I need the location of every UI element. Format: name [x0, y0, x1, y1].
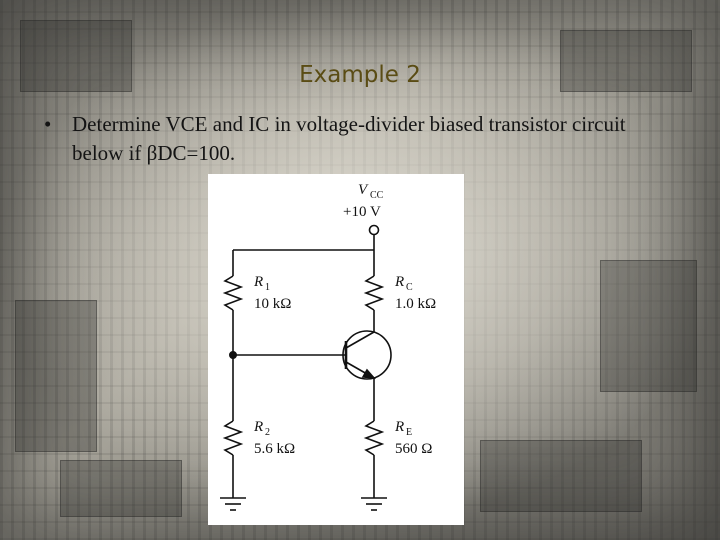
background-chip	[15, 300, 97, 452]
r1-label-sub: 1	[265, 282, 270, 293]
re-label: R	[394, 419, 404, 435]
r2-resistor	[222, 420, 244, 456]
supply-terminal	[368, 224, 380, 236]
bullet-marker: •	[44, 112, 52, 136]
r1-label: R	[253, 274, 263, 290]
background-chip	[560, 30, 692, 92]
vcc-label: V	[358, 182, 369, 198]
background-chip	[60, 460, 182, 517]
r1-resistor	[222, 275, 244, 311]
re-value: 560 Ω	[395, 441, 432, 457]
background-chip	[600, 260, 697, 392]
bullet-text: Determine VCE and IC in voltage-divider …	[72, 112, 626, 165]
rc-label-sub: C	[406, 282, 413, 293]
re-resistor	[363, 420, 385, 456]
slide-title: Example 2	[299, 62, 421, 88]
r2-value: 5.6 kΩ	[254, 441, 295, 457]
r2-label: R	[253, 419, 263, 435]
vcc-label-sub: CC	[370, 190, 384, 201]
ground-symbol-right	[361, 497, 387, 511]
re-label-sub: E	[406, 427, 412, 438]
r1-value: 10 kΩ	[254, 296, 291, 312]
rc-resistor	[363, 275, 385, 311]
rc-value: 1.0 kΩ	[395, 296, 436, 312]
background-chip	[480, 440, 642, 512]
vcc-value: +10 V	[343, 204, 381, 220]
transistor-circle	[342, 330, 392, 380]
ground-symbol-left	[220, 497, 246, 511]
background-chip	[20, 20, 132, 92]
r2-label-sub: 2	[265, 427, 270, 438]
circuit-diagram: V CC +10 V R 1 10 kΩ R C 1.0 kΩ R 2 5.6 …	[208, 174, 464, 525]
rc-label: R	[394, 274, 404, 290]
emitter-arrow	[361, 368, 376, 379]
